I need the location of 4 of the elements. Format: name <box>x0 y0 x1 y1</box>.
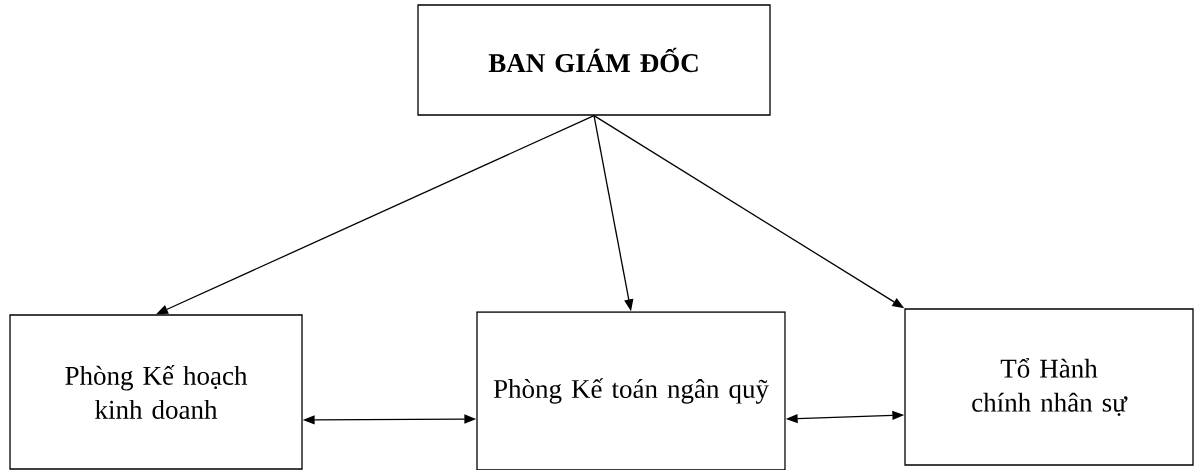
department-box: Phòng Kế hoạch kinh doanh <box>9 314 303 470</box>
department-box: Phòng Kế toán ngân quỹ <box>476 311 786 470</box>
department-box: Tổ Hành chính nhân sự <box>904 308 1194 466</box>
title-box: BAN GIÁM ĐỐC <box>417 4 771 116</box>
